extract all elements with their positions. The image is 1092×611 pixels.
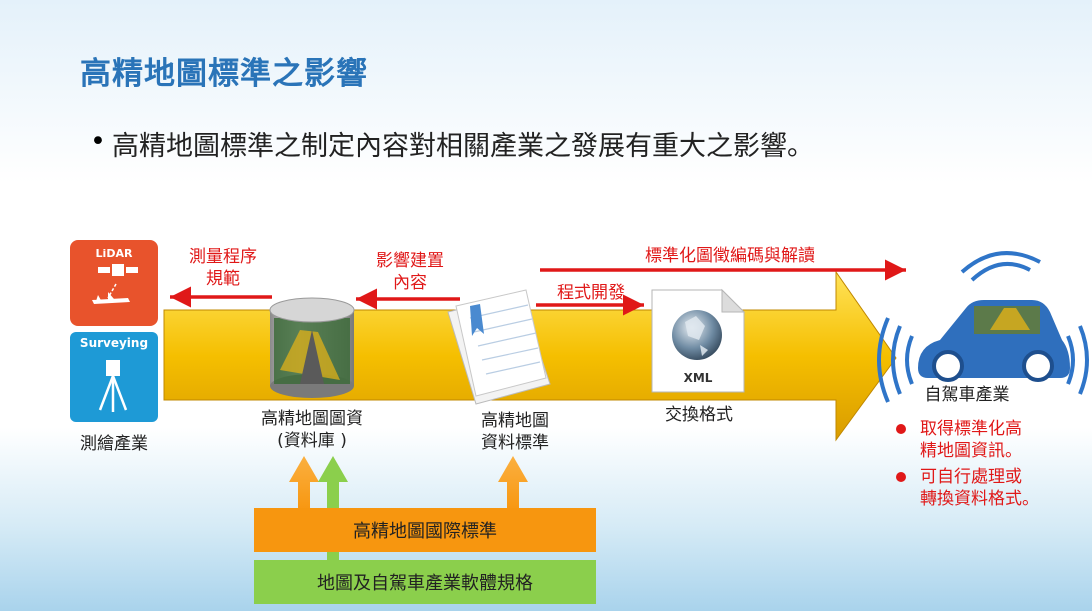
survey-industry-caption: 測繪產業 [80,434,148,454]
car-notes: 取得標準化高 精地圖資訊。 可自行處理或 轉換資料格式。 [896,418,1086,510]
label-survey-spec: 測量程序 規範 [189,247,257,289]
lidar-tile [70,240,158,326]
xml-caption: 交換格式 [665,405,733,425]
car-caption: 自駕車產業 [924,385,1010,405]
bullet-text: 高精地圖標準之制定內容對相關產業之發展有重大之影響。 [112,131,814,162]
bullet-dot [896,472,906,482]
label-program-dev: 程式開發 [557,283,625,303]
car-icon [877,251,1089,403]
database-caption: 高精地圖圖資 (資料庫 ) [261,409,363,451]
xml-label: XML [683,371,713,385]
document-caption: 高精地圖 資料標準 [481,411,549,453]
label-std-encode: 標準化圖徵編碼與解讀 [645,246,815,266]
database-icon [269,297,355,398]
lidar-label: LiDAR [95,247,133,260]
up-arrow-orange-2 [498,456,528,512]
note-item: 取得標準化高 精地圖資訊。 [896,418,1086,462]
bullet-dot: • [90,126,106,157]
note-item: 可自行處理或 轉換資料格式。 [896,466,1086,510]
bullet-dot [896,424,906,434]
satellite-icon [98,264,138,276]
xml-file-icon [651,288,746,393]
document-stack-icon [447,289,551,405]
page-title: 高精地圖標準之影響 [80,56,368,92]
software-spec-bar: 地圖及自駕車產業軟體規格 [254,560,596,604]
surveying-label: Surveying [79,336,149,350]
plane-icon [92,283,130,304]
label-impact-content: 影響建置 內容 [376,251,444,293]
international-standard-bar: 高精地圖國際標準 [254,508,596,552]
up-arrow-orange-1 [289,456,319,512]
survey-tripod-icon [98,360,128,412]
